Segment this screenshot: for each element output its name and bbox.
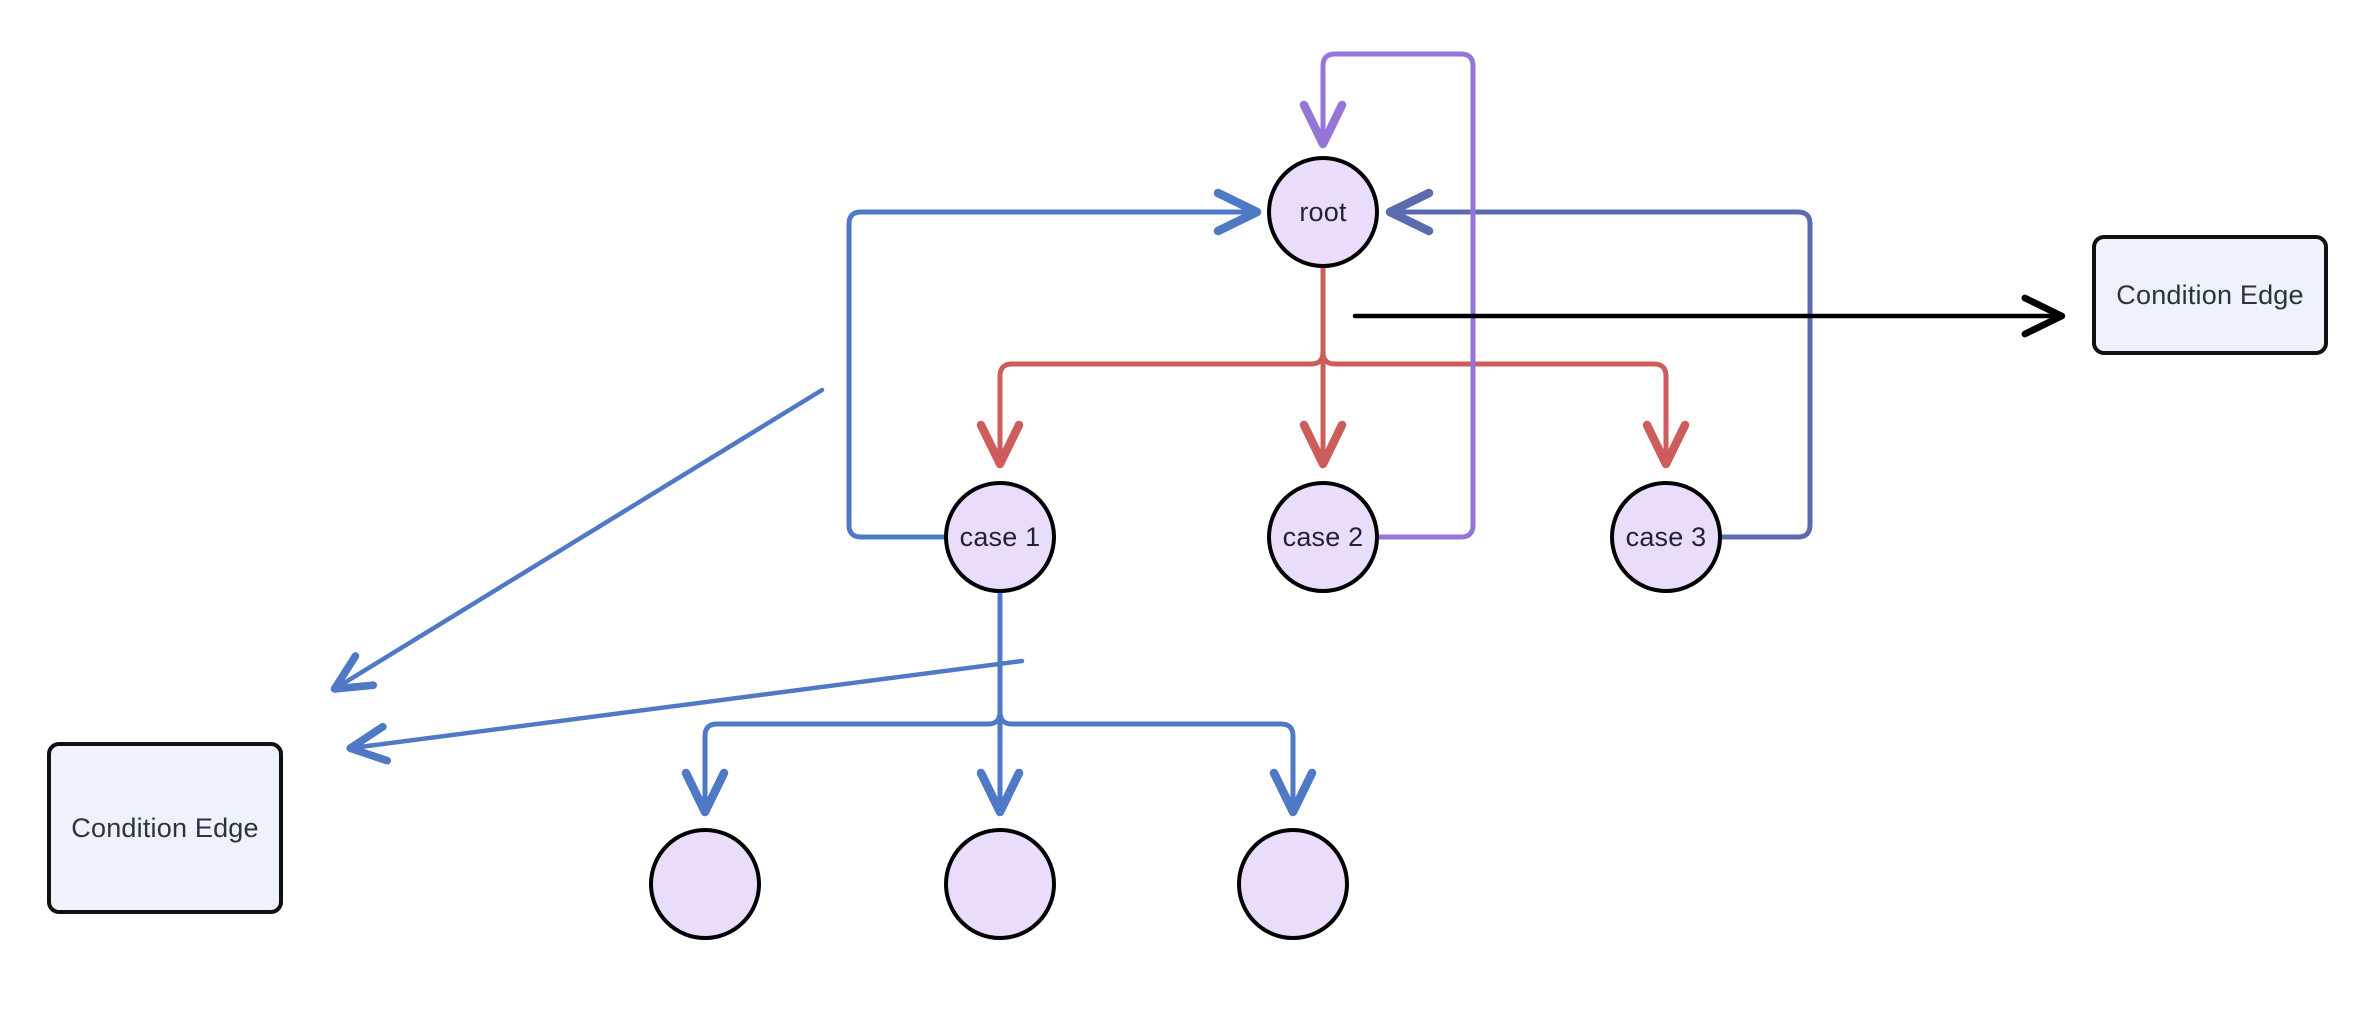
edge-root-to-case1 bbox=[976, 265, 1326, 469]
condition-edge-right-label: Condition Edge bbox=[2116, 279, 2304, 310]
node-case1[interactable]: case 1 bbox=[944, 481, 1056, 593]
node-leaf1[interactable] bbox=[649, 828, 761, 940]
edge-case1-to-root bbox=[846, 188, 1262, 540]
node-leaf2[interactable] bbox=[944, 828, 1056, 940]
edge-root-to-case3 bbox=[1320, 265, 1690, 469]
edge-case1-to-leaf1 bbox=[681, 590, 1003, 817]
node-root[interactable]: root bbox=[1267, 156, 1379, 268]
edge-case1-to-condition-left-b bbox=[346, 658, 1025, 765]
edge-case1-to-condition-left-a bbox=[330, 387, 825, 693]
edge-case1-to-leaf3 bbox=[997, 590, 1317, 817]
condition-edge-box-left[interactable]: Condition Edge bbox=[47, 742, 283, 914]
condition-edge-box-right[interactable]: Condition Edge bbox=[2092, 235, 2328, 355]
node-case2[interactable]: case 2 bbox=[1267, 481, 1379, 593]
node-case1-label: case 1 bbox=[959, 521, 1041, 552]
node-case3[interactable]: case 3 bbox=[1610, 481, 1722, 593]
node-leaf3[interactable] bbox=[1237, 828, 1349, 940]
condition-edge-left-label: Condition Edge bbox=[71, 812, 259, 843]
node-root-label: root bbox=[1299, 196, 1347, 227]
edge-case3-to-root bbox=[1385, 188, 1813, 540]
node-case2-label: case 2 bbox=[1282, 521, 1364, 552]
node-case3-label: case 3 bbox=[1625, 521, 1707, 552]
edge-case2-to-root bbox=[1299, 51, 1476, 540]
